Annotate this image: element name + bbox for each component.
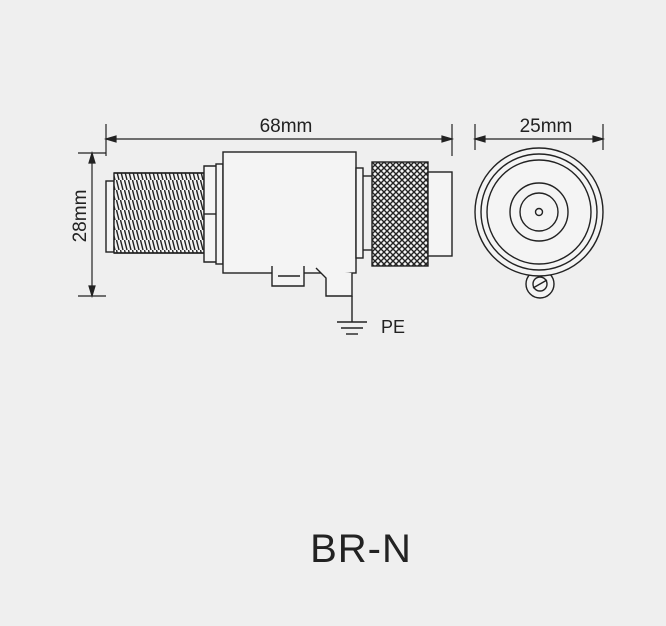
model-name: BR-N	[310, 527, 412, 571]
height-label: 28mm	[70, 190, 91, 243]
threaded-section	[113, 172, 205, 254]
center-pin	[534, 207, 544, 217]
inner-ring	[509, 182, 569, 242]
diameter-label: 25mm	[520, 116, 573, 137]
ground-label: PE	[381, 317, 405, 337]
side-view	[105, 151, 453, 335]
washer	[215, 163, 224, 265]
end-view	[474, 147, 604, 299]
outer-ring	[474, 147, 604, 277]
left-flange	[105, 180, 115, 253]
main-housing	[222, 151, 357, 274]
length-label: 68mm	[260, 116, 313, 137]
step-collar	[355, 167, 364, 259]
knurled-nut	[371, 161, 429, 267]
height-dimension	[78, 150, 106, 299]
length-dimension	[103, 124, 455, 156]
diameter-dimension	[472, 124, 606, 150]
connector-tip	[427, 171, 453, 257]
ground-lug	[315, 267, 353, 297]
